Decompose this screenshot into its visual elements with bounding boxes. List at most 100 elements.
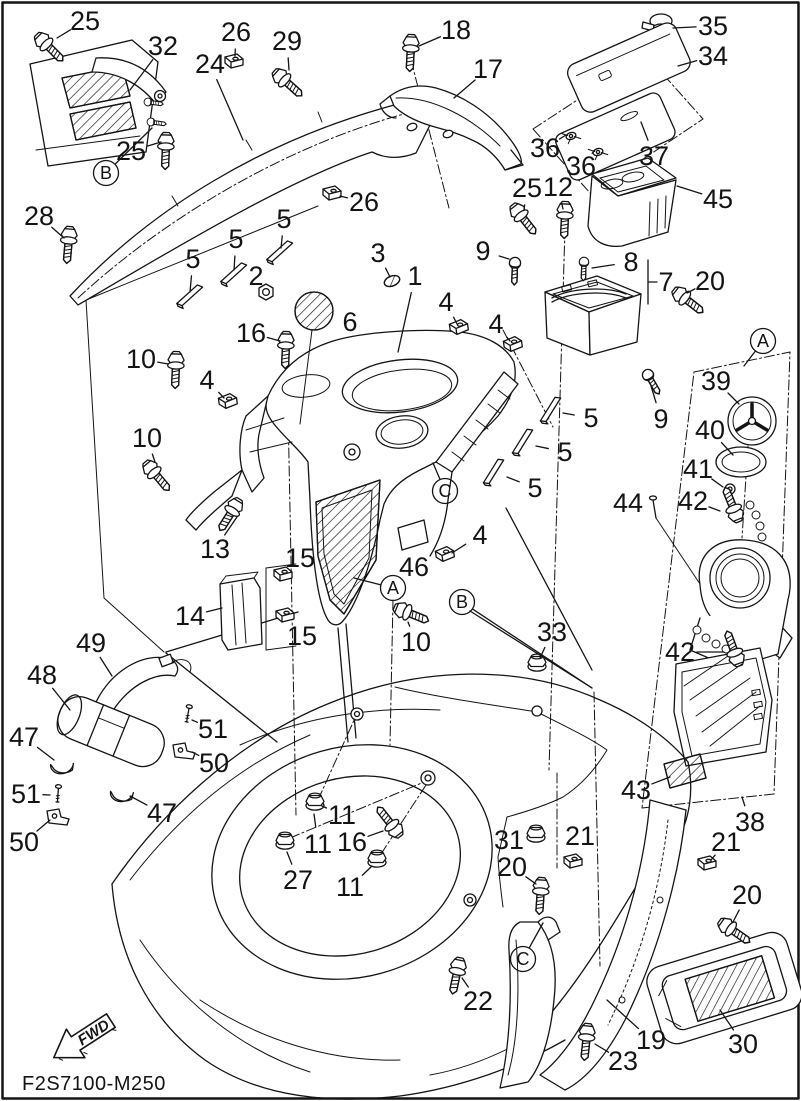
part-number-label: 15	[285, 543, 315, 573]
part-number-label: 1	[407, 261, 422, 291]
nut-27	[275, 831, 295, 850]
side-cowling-group	[499, 799, 687, 1091]
bolt-10c	[390, 598, 433, 630]
part-number-label: 51	[198, 714, 228, 744]
reference-circle	[448, 588, 476, 616]
nut-31	[526, 824, 546, 843]
part-number-label: 29	[272, 26, 302, 56]
part-number-label: 12	[543, 172, 573, 202]
bolt-18	[400, 33, 421, 73]
reference-circle	[431, 477, 459, 505]
part-number-label: 25	[70, 6, 100, 36]
extinguisher-group	[46, 653, 196, 826]
part-number-label: 34	[698, 41, 728, 71]
part-number-label: 24	[195, 49, 225, 79]
part-number-label: 46	[399, 552, 429, 582]
part-number-label: 4	[488, 309, 503, 339]
bolt-10b	[138, 456, 176, 497]
part-number-label: 9	[653, 404, 668, 434]
clip-4b	[502, 335, 524, 353]
part-number-label: 45	[703, 184, 733, 214]
part-number-label: 38	[735, 807, 765, 837]
part-number-label: 50	[9, 827, 39, 857]
part-number-label: 26	[221, 17, 251, 47]
part-number-label: 13	[200, 534, 230, 564]
glovebox-lid	[566, 22, 691, 113]
clip-26b	[322, 185, 342, 201]
reference-circle	[509, 945, 537, 973]
fuel-filler-group	[641, 351, 793, 809]
part-number-label: 23	[608, 1046, 638, 1076]
part-number-label: 4	[438, 287, 453, 317]
nut-11b	[367, 849, 387, 868]
bolt-10a	[166, 350, 186, 390]
part-number-label: 31	[494, 825, 524, 855]
windshield-trim	[69, 103, 431, 306]
part-number-label: 49	[76, 628, 106, 658]
bolt-33	[527, 653, 547, 672]
part-number-label: 11	[336, 872, 364, 902]
part-number-label: 21	[565, 821, 595, 851]
bolt-8	[578, 256, 590, 282]
visor-19	[539, 799, 687, 1091]
part-number-label: 36	[566, 151, 596, 181]
part-number-label: 16	[236, 318, 266, 348]
part-number-label: 10	[126, 344, 156, 374]
part-number-label: 10	[401, 627, 431, 657]
storage-basket	[673, 647, 773, 767]
part-number-label: 20	[695, 266, 725, 296]
reference-circle	[379, 574, 407, 602]
nut-11a	[305, 792, 325, 811]
part-number-label: 37	[639, 141, 669, 171]
part-number-label: 2	[248, 261, 263, 291]
filler-housing	[689, 539, 793, 669]
part-number-label: 26	[349, 187, 379, 217]
diagram-code: F2S7100-M250	[22, 1073, 166, 1095]
mirror-bracket-assembly	[29, 39, 168, 167]
part-number-label: 11	[328, 800, 356, 830]
part-number-label: 20	[497, 852, 527, 882]
reference-letter: C	[517, 949, 530, 969]
part-number-label: 25	[116, 136, 146, 166]
part-number-label: 27	[283, 865, 313, 895]
part-number-label: 33	[537, 617, 567, 647]
part-number-label: 32	[148, 31, 178, 61]
part-number-label: 5	[557, 437, 572, 467]
side-panel-group	[219, 566, 295, 651]
part-number-label: 5	[583, 403, 598, 433]
part-number-label: 8	[623, 247, 638, 277]
part-number-label: 47	[147, 798, 177, 828]
part-number-label: 7	[658, 267, 673, 297]
part-number-label: 43	[621, 775, 651, 805]
part-number-label: 35	[698, 11, 728, 41]
bolt-28	[57, 225, 79, 265]
screw-9b	[639, 366, 665, 398]
extinguisher-holder-48	[56, 694, 165, 768]
part-number-label: 4	[472, 520, 487, 550]
part-number-label: 16	[337, 827, 367, 857]
leader-lines	[36, 26, 746, 1053]
part-number-label: 6	[342, 307, 357, 337]
basket-pad-43	[663, 753, 707, 789]
console-small-parts	[258, 274, 401, 331]
fwd-arrow: FWD	[53, 1013, 117, 1061]
reference-circle	[92, 159, 120, 187]
part-number-label: 44	[613, 488, 643, 518]
strap-49	[95, 656, 179, 713]
hull-body	[111, 673, 692, 1100]
bolt-25b	[156, 131, 176, 171]
reference-letter: C	[439, 481, 452, 501]
pad-5e	[505, 426, 542, 459]
part-number-label: 42	[678, 486, 708, 516]
part-number-label: 42	[665, 637, 695, 667]
part-number-label: 40	[695, 415, 725, 445]
part-number-label: 21	[711, 827, 741, 857]
part-number-label: 30	[728, 1029, 758, 1059]
chain-lower	[692, 625, 731, 654]
part-number-label: 4	[199, 365, 214, 395]
